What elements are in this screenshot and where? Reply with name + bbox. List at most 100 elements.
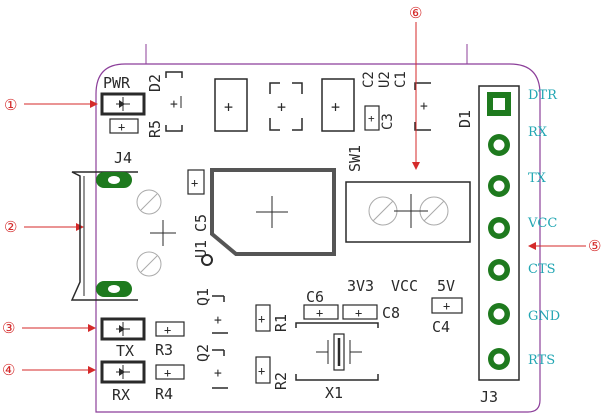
c4-plus: + — [443, 299, 450, 313]
j4-peg-bottom — [136, 251, 162, 277]
callout-5-arrow — [528, 242, 536, 250]
x1-outline — [295, 322, 379, 381]
c5-plus: + — [191, 176, 198, 190]
j3-pin-2-hole — [493, 139, 505, 151]
board-outline — [95, 63, 541, 413]
r3-plus: + — [164, 323, 171, 337]
c4-pad — [431, 297, 463, 314]
jumper-3v3-label: 3V3 — [347, 277, 374, 295]
callout-4-arrow — [88, 366, 96, 374]
pin-label-3: TX — [528, 171, 547, 186]
j4-mount-hole-top — [108, 176, 120, 184]
c3-label: C3 — [380, 113, 396, 130]
r1-label: R1 — [272, 314, 290, 332]
pwr-resistor-plus: + — [118, 120, 125, 134]
sw1-outline — [345, 181, 471, 243]
callout-5: ⑤ — [588, 237, 601, 255]
j3-pin-5-hole — [493, 264, 505, 276]
j3-pin-4-hole — [493, 222, 505, 234]
sw1-label: SW1 — [346, 145, 364, 172]
j3-pin-6-hole — [493, 308, 505, 320]
q2-outline — [212, 349, 228, 389]
rx-led-polarity — [119, 368, 125, 376]
j4-peg-top — [136, 189, 162, 215]
c3-pad — [364, 105, 380, 131]
pin-label-7: RTS — [528, 353, 555, 368]
jumper-vcc-label: VCC — [391, 277, 418, 295]
top-component-2-plus: + — [331, 98, 340, 116]
j3-pin-7-hole — [493, 353, 505, 365]
tx-label: TX — [116, 342, 134, 360]
x1-crystal — [333, 333, 345, 371]
rx-led — [100, 360, 146, 384]
top-component-1 — [214, 78, 248, 132]
callout-1: ① — [4, 96, 17, 114]
callout-4: ④ — [2, 361, 15, 379]
d2-outline — [165, 71, 183, 132]
u2-plus: + — [277, 98, 286, 116]
q2-label: Q2 — [194, 344, 212, 362]
top-component-1-plus: + — [224, 98, 233, 116]
j4-mount-hole-bottom — [108, 285, 120, 293]
tx-led-polarity — [119, 325, 125, 333]
c1-label: C1 — [393, 71, 409, 88]
pwr-led — [100, 92, 146, 116]
tx-led — [100, 317, 146, 341]
j4-peg-bottom-mark — [140, 255, 158, 273]
j3-pin-3-hole — [493, 180, 505, 192]
c8-plus: + — [355, 306, 362, 320]
rx-label: RX — [112, 386, 130, 404]
callout-3: ③ — [2, 319, 15, 337]
r2-label: R2 — [272, 372, 290, 390]
u2-label: U2 — [377, 71, 393, 88]
pin-label-1: DTR — [528, 88, 558, 103]
c5-pad — [187, 169, 205, 195]
c1-plus: + — [420, 99, 428, 114]
d1-label: D1 — [456, 110, 474, 128]
pin-label-4: VCC — [527, 216, 557, 231]
u1-label: U1 — [192, 240, 210, 258]
j3-pin-1-hole — [493, 98, 505, 110]
c4-label: C4 — [432, 318, 450, 336]
r1-pad — [255, 304, 271, 332]
u1-package — [210, 168, 336, 256]
pin-label-6: GND — [528, 309, 560, 324]
q1-outline — [212, 295, 228, 334]
pin-label-5: CTS — [528, 262, 556, 277]
r4-plus: + — [164, 366, 171, 380]
d2-label: D2 — [146, 74, 164, 92]
c1-outline — [414, 82, 431, 131]
u2-outline — [269, 82, 303, 131]
pwr-resistor — [109, 118, 139, 134]
r4-label: R4 — [155, 385, 173, 403]
r2-plus: + — [258, 364, 265, 378]
r4-pad — [155, 364, 185, 380]
pwr-label: PWR — [103, 74, 131, 92]
sw1-peg-right-mark — [423, 200, 445, 222]
j3-pins — [487, 92, 511, 370]
pwr-led-polarity — [119, 100, 125, 108]
sw1-peg-left-mark — [372, 200, 394, 222]
j4-peg-top-mark — [140, 193, 158, 211]
c8-pad — [342, 304, 378, 320]
c2-label: C2 — [361, 71, 377, 88]
q2-plus: + — [214, 366, 222, 381]
callout-6-arrow — [412, 162, 420, 170]
j4-usb-outline — [70, 171, 138, 301]
c6-pad — [303, 304, 339, 320]
j3-header — [478, 85, 520, 381]
callout-6: ⑥ — [409, 4, 422, 22]
c5-label: C5 — [192, 214, 210, 232]
r3-pad — [155, 321, 185, 337]
callout-1-arrow — [90, 100, 98, 108]
d2-plus: + — [170, 97, 178, 112]
r3-label: R3 — [155, 341, 173, 359]
j4-label: J4 — [114, 149, 132, 167]
u1-pin1-dot — [201, 254, 213, 266]
c6-label: C6 — [306, 288, 324, 306]
callout-3-arrow — [88, 324, 96, 332]
c6-plus: + — [316, 306, 323, 320]
q1-label: Q1 — [194, 288, 212, 306]
callout-2: ② — [4, 218, 17, 236]
jumper-5v-label: 5V — [437, 277, 455, 295]
